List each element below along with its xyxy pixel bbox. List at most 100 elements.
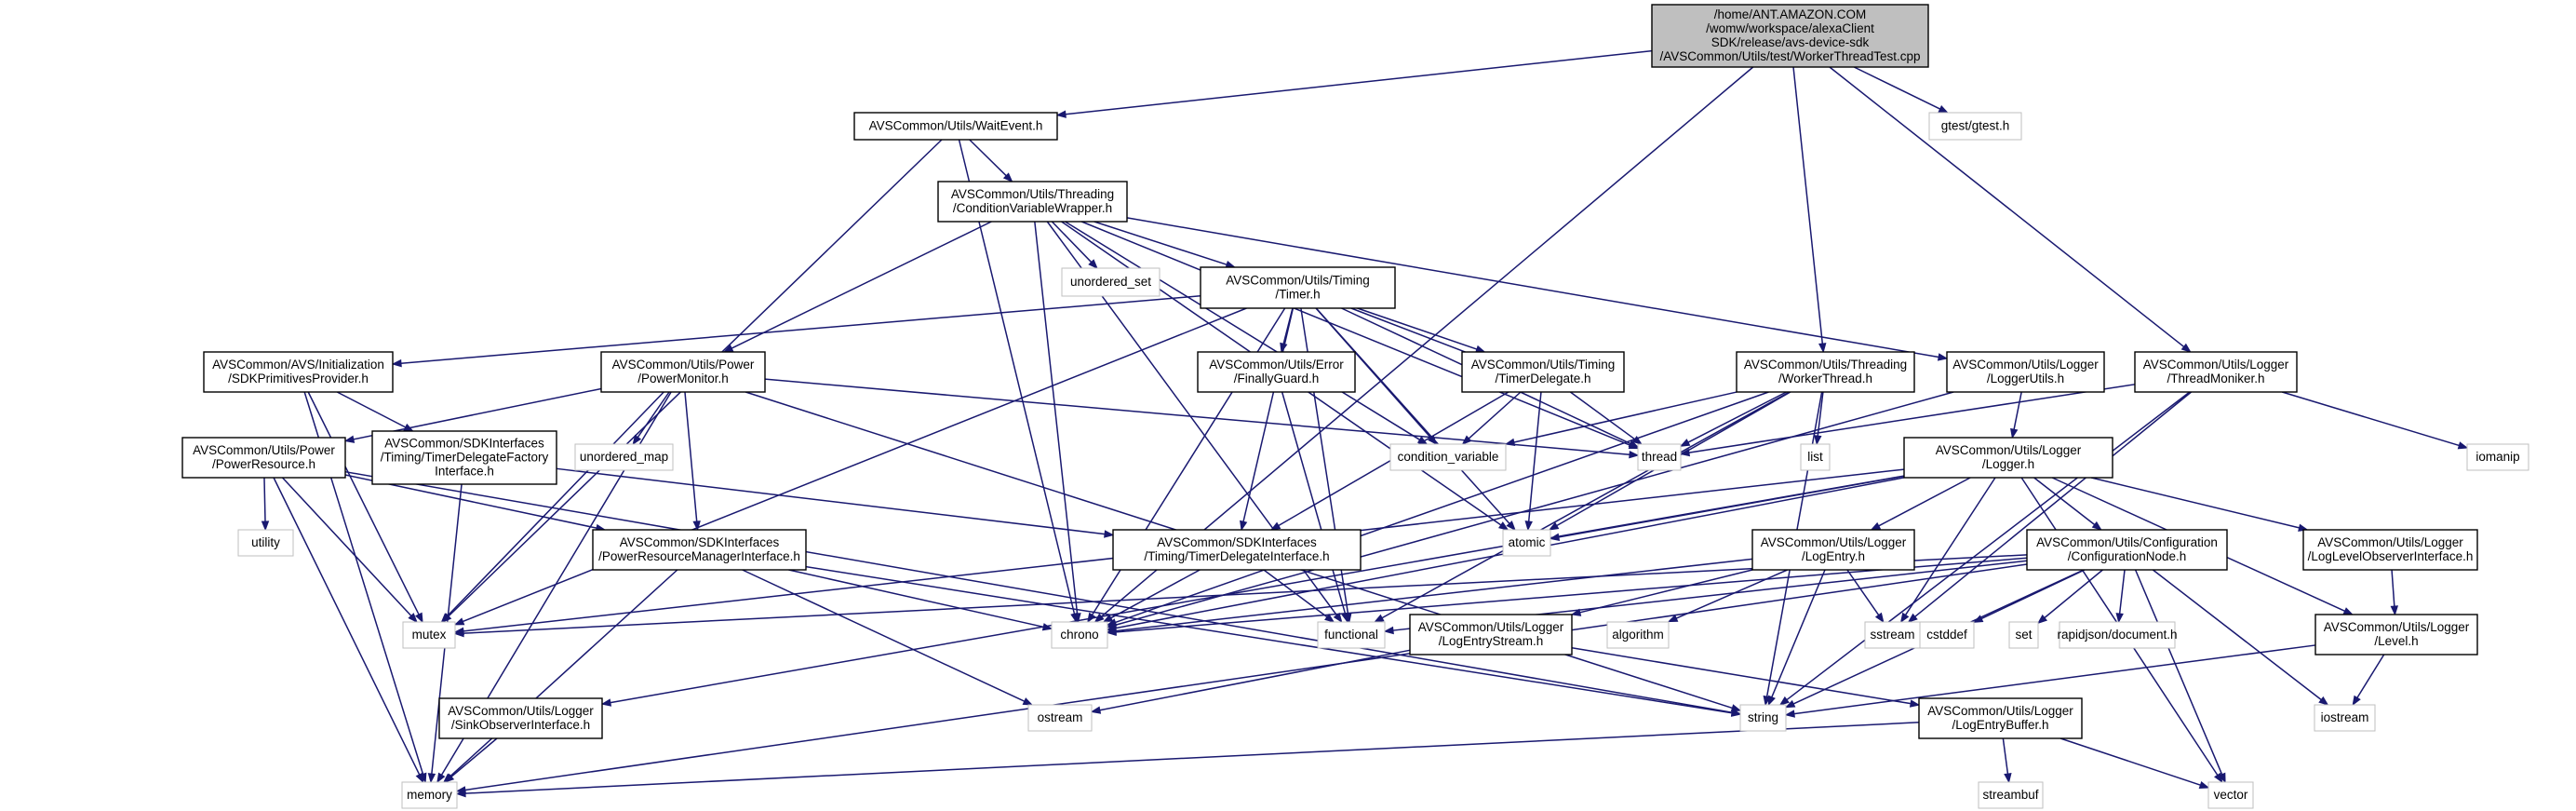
node-label: gtest/gtest.h xyxy=(1941,119,2010,133)
node-box xyxy=(1200,266,1396,309)
edge-threadmoniker-to-sstream xyxy=(1907,391,2193,623)
edge-arrowhead xyxy=(1102,614,1114,623)
node-memory: memory xyxy=(401,781,458,809)
node-timerdelegate[interactable]: AVSCommon/Utils/Timing/TimerDelegate.h xyxy=(1461,351,1625,393)
edge-arrowhead xyxy=(1784,710,1795,718)
node-label: SDK/release/avs-device-sdk xyxy=(1711,35,1870,49)
edge-logger-to-confignode xyxy=(2033,477,2102,531)
edge-arrowhead xyxy=(1055,110,1067,118)
node-label: /FinallyGuard.h xyxy=(1234,372,1320,385)
edge-tdfactory-to-tdi xyxy=(556,467,1115,538)
edge-line xyxy=(1051,221,1093,264)
edge-line xyxy=(2281,391,2460,447)
node-chrono: chrono xyxy=(1051,621,1108,649)
node-powermonitor[interactable]: AVSCommon/Utils/Power/PowerMonitor.h xyxy=(600,351,766,393)
edge-level-to-iostream xyxy=(2352,654,2385,707)
edge-arrowhead xyxy=(1784,699,1796,709)
node-prmi[interactable]: AVSCommon/SDKInterfaces/PowerResourceMan… xyxy=(592,529,807,571)
edge-workerthread-to-thread xyxy=(1679,391,1787,447)
node-box xyxy=(600,351,766,393)
node-level[interactable]: AVSCommon/Utils/Logger/Level.h xyxy=(2314,614,2478,656)
node-box xyxy=(1651,4,1929,68)
node-box xyxy=(237,529,294,557)
edge-arrowhead xyxy=(2390,605,2399,616)
edge-line xyxy=(263,477,266,522)
node-box xyxy=(1637,443,1682,471)
node-unordered_set: unordered_set xyxy=(1061,267,1161,297)
edge-cvwrapper-to-condvar xyxy=(1065,221,1429,445)
edge-line xyxy=(344,470,1733,713)
node-powerresource[interactable]: AVSCommon/Utils/Power/PowerResource.h xyxy=(181,437,346,479)
edge-arrowhead xyxy=(2218,772,2226,784)
edge-arrowhead xyxy=(261,520,270,532)
edge-line xyxy=(1853,66,1940,110)
edge-arrowhead xyxy=(1548,521,1560,531)
node-sinkobs[interactable]: AVSCommon/Utils/Logger/SinkObserverInter… xyxy=(438,697,603,739)
node-label: AVSCommon/Utils/Logger xyxy=(2143,358,2289,372)
node-workerthread[interactable]: AVSCommon/Utils/Threading/WorkerThread.h xyxy=(1736,351,1915,393)
edge-logentrybuffer-to-memory xyxy=(455,722,1920,798)
node-label: chrono xyxy=(1060,628,1098,642)
node-box xyxy=(1409,614,1573,656)
node-label: iomanip xyxy=(2475,450,2519,464)
edge-logentrybuffer-to-streambuf xyxy=(2002,737,2012,784)
node-label: AVSCommon/Utils/Timing xyxy=(1226,274,1370,288)
node-tdfactory[interactable]: AVSCommon/SDKInterfaces/Timing/TimerDele… xyxy=(371,430,557,485)
node-loglevelobs[interactable]: AVSCommon/Utils/Logger/LogLevelObserverI… xyxy=(2302,529,2478,571)
node-tdi[interactable]: AVSCommon/SDKInterfaces/Timing/TimerDele… xyxy=(1112,529,1362,571)
node-box xyxy=(574,443,674,471)
node-root[interactable]: /home/ANT.AMAZON.COM/womw/workspace/alex… xyxy=(1651,4,1929,68)
node-box xyxy=(1736,351,1915,393)
node-timer[interactable]: AVSCommon/Utils/Timing/Timer.h xyxy=(1200,266,1396,309)
node-label: utility xyxy=(251,535,280,549)
node-logger[interactable]: AVSCommon/Utils/Logger/Logger.h xyxy=(1903,437,2113,479)
edge-line xyxy=(1846,569,1880,616)
node-label: /LoggerUtils.h xyxy=(1987,372,2064,385)
edge-arrowhead xyxy=(453,629,464,638)
node-label: AVSCommon/Utils/WaitEvent.h xyxy=(869,119,1043,133)
edge-arrowhead xyxy=(1907,613,1918,623)
node-threadmoniker[interactable]: AVSCommon/Utils/Logger/ThreadMoniker.h xyxy=(2134,351,2298,393)
edge-arrowhead xyxy=(1041,623,1053,631)
edge-timerdelegate-to-thread xyxy=(1569,391,1643,445)
edge-arrowhead xyxy=(1383,626,1394,635)
node-set: set xyxy=(2008,621,2039,649)
edge-line xyxy=(2152,569,2322,701)
node-logentrystream[interactable]: AVSCommon/Utils/Logger/LogEntryStream.h xyxy=(1409,614,1573,656)
node-box xyxy=(853,112,1058,141)
edge-line xyxy=(1579,569,1753,614)
edge-logger-to-sstream xyxy=(1899,477,1996,624)
edge-arrowhead xyxy=(1938,105,1949,114)
node-sdkprim[interactable]: AVSCommon/AVS/Initialization/SDKPrimitiv… xyxy=(203,351,394,393)
edge-root-to-gtest xyxy=(1853,66,1949,114)
node-waitevent[interactable]: AVSCommon/Utils/WaitEvent.h xyxy=(853,112,1058,141)
node-condvar: condition_variable xyxy=(1389,443,1507,471)
edge-threadmoniker-to-string xyxy=(1778,391,2191,706)
edge-line xyxy=(1115,391,1954,626)
node-label: /Timer.h xyxy=(1275,288,1320,302)
edge-arrowhead xyxy=(600,698,612,707)
node-logentrybuffer[interactable]: AVSCommon/Utils/Logger/LogEntryBuffer.h xyxy=(1918,697,2083,739)
node-logentry[interactable]: AVSCommon/Utils/Logger/LogEntry.h xyxy=(1751,529,1915,571)
edge-line xyxy=(1101,66,1754,617)
node-box xyxy=(2059,621,2176,649)
node-confignode[interactable]: AVSCommon/Utils/Configuration/Configurat… xyxy=(2026,529,2228,571)
node-box xyxy=(1502,529,1551,557)
edge-line xyxy=(449,569,678,777)
edge-arrowhead xyxy=(632,434,642,446)
node-label: /LogEntry.h xyxy=(1802,549,1865,563)
node-label: /PowerMonitor.h xyxy=(637,372,729,385)
edge-arrowhead xyxy=(1679,448,1691,457)
edge-arrowhead xyxy=(2457,441,2469,450)
node-list: list xyxy=(1800,443,1831,471)
node-loggerutils[interactable]: AVSCommon/Utils/Logger/LoggerUtils.h xyxy=(1946,351,2105,393)
edge-arrowhead xyxy=(2036,614,2048,625)
edge-logentrystream-to-logentrybuffer xyxy=(1571,647,1921,708)
edge-arrowhead xyxy=(453,617,465,626)
edge-arrowhead xyxy=(1814,435,1822,446)
node-label: functional xyxy=(1324,628,1378,642)
edge-arrowhead xyxy=(2010,427,2019,439)
edge-line xyxy=(1878,477,1971,527)
node-finallyguard[interactable]: AVSCommon/Utils/Error/FinallyGuard.h xyxy=(1197,351,1356,393)
node-cvwrapper[interactable]: AVSCommon/Utils/Threading/ConditionVaria… xyxy=(937,181,1128,223)
